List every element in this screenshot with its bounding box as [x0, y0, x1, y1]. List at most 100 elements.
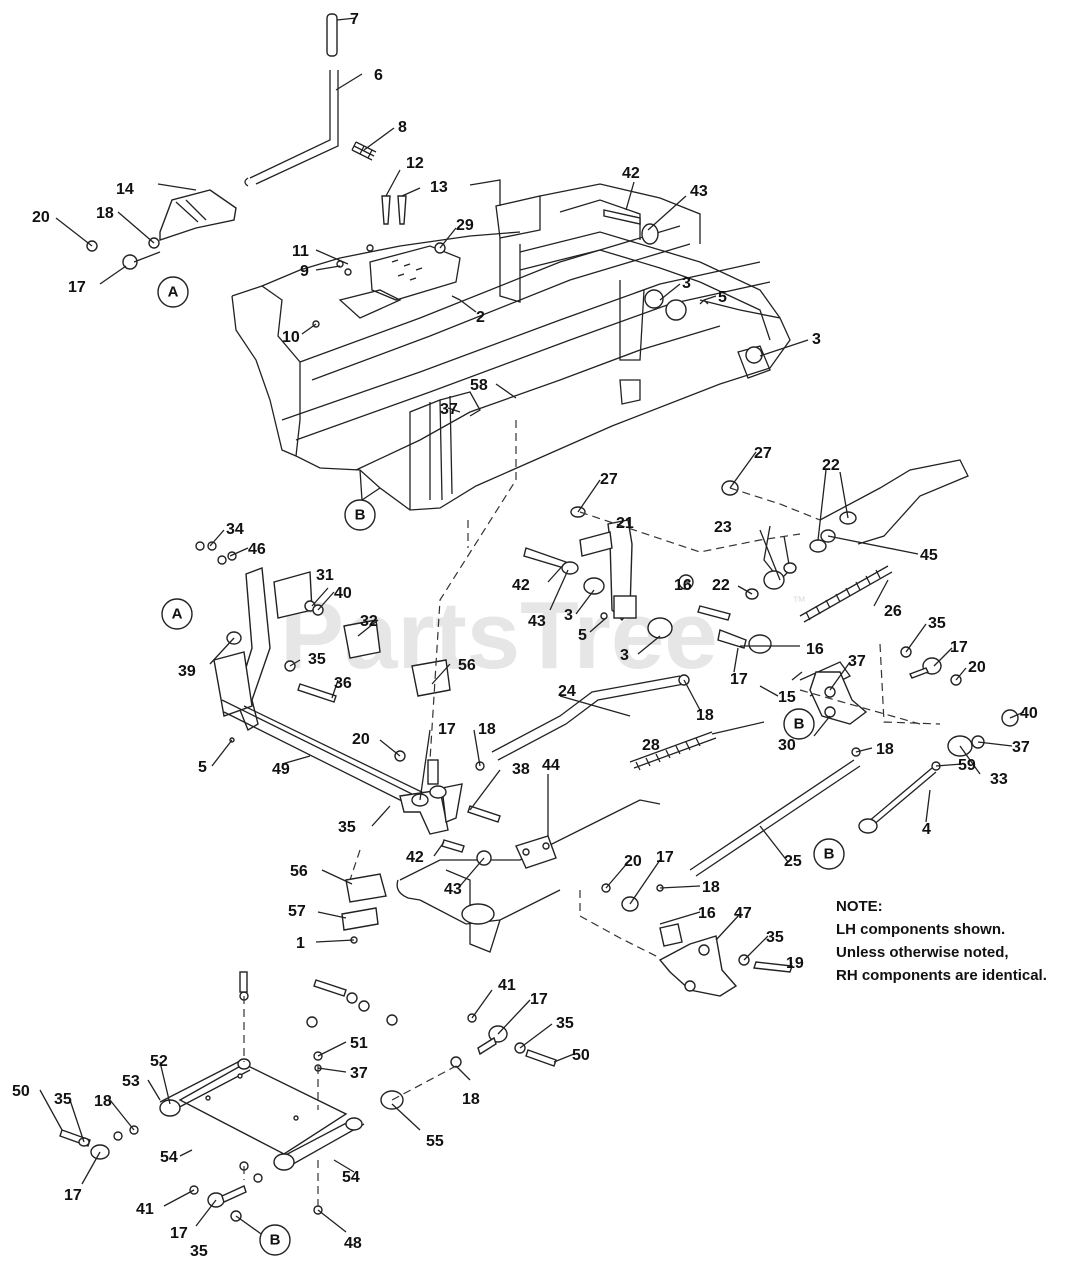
callout-label: 3 — [812, 331, 821, 348]
callout-label: 59 — [958, 757, 976, 774]
callout-label: 42 — [512, 577, 530, 594]
reference-markers: A A B B B B — [157, 276, 845, 1256]
callout-label: 4 — [922, 821, 931, 838]
callout-label: 37 — [440, 401, 458, 418]
callout-label: 35 — [338, 819, 356, 836]
steering-lever — [244, 13, 377, 187]
callout-label: 35 — [308, 651, 326, 668]
callout-label: 27 — [600, 471, 618, 488]
callout-label: 52 — [150, 1053, 168, 1070]
svg-text:B: B — [270, 1232, 281, 1249]
callout-label: 16 — [674, 577, 692, 594]
note-line: RH components are identical. — [836, 967, 1047, 984]
callout-label: 17 — [438, 721, 456, 738]
callout-label: 11 — [292, 243, 309, 260]
ref-marker-b-rod: B — [783, 708, 815, 740]
callout-label: 27 — [754, 445, 772, 462]
callout-label: 33 — [990, 771, 1008, 788]
callout-label: 18 — [478, 721, 496, 738]
callout-label: 17 — [730, 671, 748, 688]
callout-label: 18 — [94, 1093, 112, 1110]
callout-label: 41 — [136, 1201, 154, 1218]
callout-label: 23 — [714, 519, 732, 536]
callout-label: 21 — [616, 515, 634, 532]
callout-label: 10 — [282, 329, 300, 346]
callout-label: 43 — [690, 183, 708, 200]
callout-label: 24 — [558, 683, 576, 700]
callout-label: 35 — [766, 929, 784, 946]
callout-label: 54 — [342, 1169, 360, 1186]
callout-label: 32 — [360, 613, 378, 630]
callout-label: 20 — [968, 659, 986, 676]
callout-label: 13 — [430, 179, 448, 196]
callout-label: 17 — [950, 639, 968, 656]
lift-arm-49 — [195, 541, 501, 835]
svg-text:A: A — [168, 284, 179, 301]
leader-lines — [39, 17, 1025, 1237]
svg-text:B: B — [355, 507, 366, 524]
note-line: LH components shown. — [836, 921, 1006, 938]
callout-label: 17 — [68, 279, 86, 296]
svg-text:B: B — [824, 846, 835, 863]
callout-label: 3 — [620, 647, 629, 664]
callout-label: 39 — [178, 663, 196, 680]
callout-label: 26 — [884, 603, 902, 620]
svg-text:A: A — [172, 606, 183, 623]
callout-label: 55 — [426, 1133, 444, 1150]
callout-label: 20 — [624, 853, 642, 870]
callout-label: 51 — [350, 1035, 368, 1052]
callout-label: 2 — [476, 309, 485, 326]
lower-arm-assembly — [341, 799, 793, 997]
ref-marker-a-left: A — [161, 598, 193, 630]
callout-label: 5 — [198, 759, 207, 776]
callout-label: 8 — [398, 119, 407, 136]
callout-label: 14 — [116, 181, 134, 198]
callout-label: 1 — [296, 935, 305, 952]
callout-label: 20 — [32, 209, 50, 226]
callout-label: 17 — [530, 991, 548, 1008]
callout-label: 38 — [512, 761, 530, 778]
callout-label: 43 — [444, 881, 462, 898]
callout-label: 48 — [344, 1235, 362, 1252]
svg-text:B: B — [794, 716, 805, 733]
callout-label: 19 — [786, 955, 804, 972]
assembly-dash-lines — [243, 420, 941, 1206]
callout-label: 41 — [498, 977, 516, 994]
callout-label: 42 — [406, 849, 424, 866]
callout-label: 42 — [622, 165, 640, 182]
rods-and-spring — [491, 674, 861, 877]
callout-label: 16 — [806, 641, 824, 658]
callout-label: 29 — [456, 217, 474, 234]
callout-label: 54 — [160, 1149, 178, 1166]
callout-label: 40 — [1020, 705, 1038, 722]
callout-label: 35 — [556, 1015, 574, 1032]
callout-label: 18 — [96, 205, 114, 222]
callout-label: 49 — [272, 761, 290, 778]
callout-label: 3 — [564, 607, 573, 624]
callout-label: 17 — [656, 849, 674, 866]
ref-marker-a-top: A — [157, 276, 189, 308]
callout-label: 20 — [352, 731, 370, 748]
callout-label: 22 — [712, 577, 730, 594]
callout-label: 17 — [64, 1187, 82, 1204]
callout-label: 40 — [334, 585, 352, 602]
callout-label: 5 — [718, 289, 727, 306]
callout-label: 35 — [190, 1243, 208, 1260]
callout-label: 18 — [462, 1091, 480, 1108]
callout-label: 7 — [350, 11, 359, 28]
callout-labels: 7 6 8 14 20 18 17 12 13 11 9 29 2 10 42 … — [12, 11, 1038, 1260]
callout-label: 37 — [1012, 739, 1030, 756]
ref-marker-b-frame: B — [344, 499, 376, 531]
callout-label: 18 — [702, 879, 720, 896]
callout-label: 3 — [682, 275, 691, 292]
main-frame — [231, 179, 791, 511]
callout-label: 58 — [470, 377, 488, 394]
callout-label: 31 — [316, 567, 334, 584]
note-line: Unless otherwise noted, — [836, 944, 1009, 961]
callout-label: 9 — [300, 263, 309, 280]
callout-label: 46 — [248, 541, 266, 558]
callout-label: 28 — [642, 737, 660, 754]
callout-label: 34 — [226, 521, 244, 538]
